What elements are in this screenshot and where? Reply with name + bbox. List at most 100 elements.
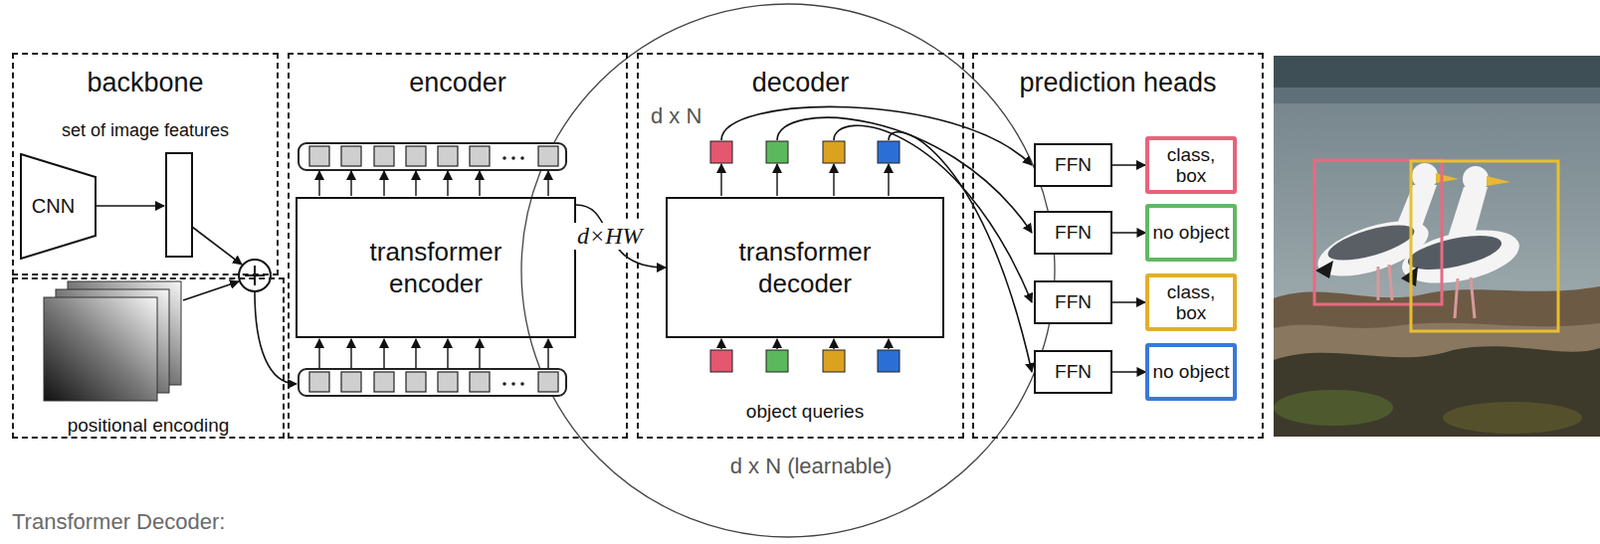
box-text: FFN bbox=[1054, 221, 1092, 243]
curved-arrow bbox=[721, 106, 1032, 166]
arrow bbox=[192, 226, 242, 265]
token bbox=[469, 372, 490, 393]
bounding-box bbox=[1314, 160, 1442, 305]
token bbox=[405, 372, 426, 393]
dot bbox=[502, 382, 507, 387]
ffn-box: FFN bbox=[1033, 280, 1113, 325]
gull-tail bbox=[1315, 260, 1334, 279]
token bbox=[405, 146, 426, 167]
box-text: transformer encoder bbox=[336, 235, 536, 301]
photo-water bbox=[1273, 87, 1600, 104]
box-text: FFN bbox=[1054, 154, 1092, 176]
token bbox=[469, 146, 490, 167]
arrow bbox=[547, 171, 549, 197]
dimension-label: d x N bbox=[650, 103, 702, 130]
ffn-box: FFN bbox=[1033, 143, 1113, 188]
connector-arrow bbox=[1112, 301, 1146, 304]
gull-wing bbox=[1324, 217, 1418, 268]
dimension-label: d x N (learnable) bbox=[730, 453, 893, 480]
tokens bbox=[309, 146, 559, 393]
token bbox=[341, 372, 362, 393]
panel-title: decoder bbox=[638, 66, 963, 99]
box-text: class, box bbox=[1149, 144, 1233, 188]
arrow bbox=[478, 339, 480, 369]
edge-label: d×HW bbox=[574, 222, 646, 249]
output-box: class, box bbox=[1145, 273, 1237, 332]
panel-subtitle: set of image features bbox=[13, 120, 277, 143]
token bbox=[341, 146, 362, 167]
box-text: FFN bbox=[1054, 291, 1092, 313]
output-embedding bbox=[877, 141, 900, 164]
dot bbox=[502, 156, 507, 161]
cnn-block: CNN bbox=[19, 153, 97, 260]
arrow bbox=[414, 171, 416, 197]
cnn-trapezoid bbox=[20, 154, 96, 259]
arrow bbox=[350, 339, 352, 369]
curved-arrow bbox=[888, 132, 1032, 373]
ffn-box: FFN bbox=[1033, 210, 1113, 255]
panel-title: positional encoding bbox=[13, 414, 283, 438]
gull-body bbox=[1397, 220, 1524, 293]
photo-rocks bbox=[1273, 286, 1600, 437]
token-row bbox=[298, 143, 567, 171]
output-embedding bbox=[710, 141, 733, 164]
gull-leg bbox=[1377, 266, 1381, 301]
token bbox=[309, 146, 330, 167]
token bbox=[309, 372, 330, 393]
arrow bbox=[446, 171, 448, 197]
transformer-box: transformer encoder bbox=[295, 197, 577, 339]
object-query bbox=[710, 350, 733, 373]
arrow bbox=[318, 171, 320, 197]
box-text: CNN bbox=[31, 195, 75, 217]
gull-beak bbox=[1435, 173, 1459, 184]
feature-map bbox=[166, 153, 193, 257]
arrow bbox=[547, 339, 549, 369]
curved-arrow bbox=[777, 117, 1032, 233]
curved-arrow bbox=[833, 125, 1032, 303]
gull-leg bbox=[1454, 278, 1458, 319]
query-label: object queries bbox=[746, 400, 864, 424]
panel-title: backbone bbox=[13, 66, 277, 99]
token-arrows bbox=[319, 171, 549, 369]
gull-leg bbox=[1470, 277, 1475, 319]
gull-head bbox=[1462, 166, 1489, 193]
object-query bbox=[766, 350, 789, 373]
ffn-box: FFN bbox=[1033, 350, 1113, 395]
box-text: no object bbox=[1152, 221, 1229, 243]
bounding-box bbox=[1410, 161, 1559, 332]
output-box: no object bbox=[1145, 343, 1236, 401]
object-query bbox=[877, 350, 900, 373]
dot bbox=[511, 382, 516, 387]
token bbox=[538, 372, 559, 393]
arrow bbox=[383, 171, 385, 197]
photo-water bbox=[1273, 55, 1600, 88]
output-box: class, box bbox=[1145, 136, 1237, 195]
arrow bbox=[183, 281, 239, 301]
token bbox=[437, 146, 458, 167]
box-text: class, box bbox=[1149, 281, 1233, 325]
arrow bbox=[776, 164, 778, 197]
token bbox=[374, 372, 395, 393]
sum-symbol bbox=[238, 259, 271, 292]
photo-rocks bbox=[1273, 346, 1600, 437]
photo-moss bbox=[1442, 401, 1583, 434]
panel-title: encoder bbox=[289, 66, 626, 99]
token-row bbox=[298, 369, 567, 397]
ellipsis-dots bbox=[502, 156, 525, 387]
gull-leg bbox=[1389, 264, 1393, 301]
transformer-box: transformer decoder bbox=[665, 197, 945, 339]
photo-rocks bbox=[1273, 323, 1600, 437]
connector-arrow bbox=[1112, 371, 1146, 374]
arrow bbox=[887, 164, 889, 197]
section-heading: Transformer Decoder: bbox=[11, 509, 225, 536]
gull-wing bbox=[1404, 228, 1505, 276]
arrow bbox=[350, 171, 352, 197]
token bbox=[538, 146, 559, 167]
token-rows bbox=[298, 143, 567, 397]
output-embedding bbox=[766, 141, 789, 164]
encoding-slice bbox=[43, 297, 158, 401]
photo-moss bbox=[1273, 390, 1394, 426]
arrow bbox=[720, 164, 722, 197]
arrow bbox=[414, 339, 416, 369]
